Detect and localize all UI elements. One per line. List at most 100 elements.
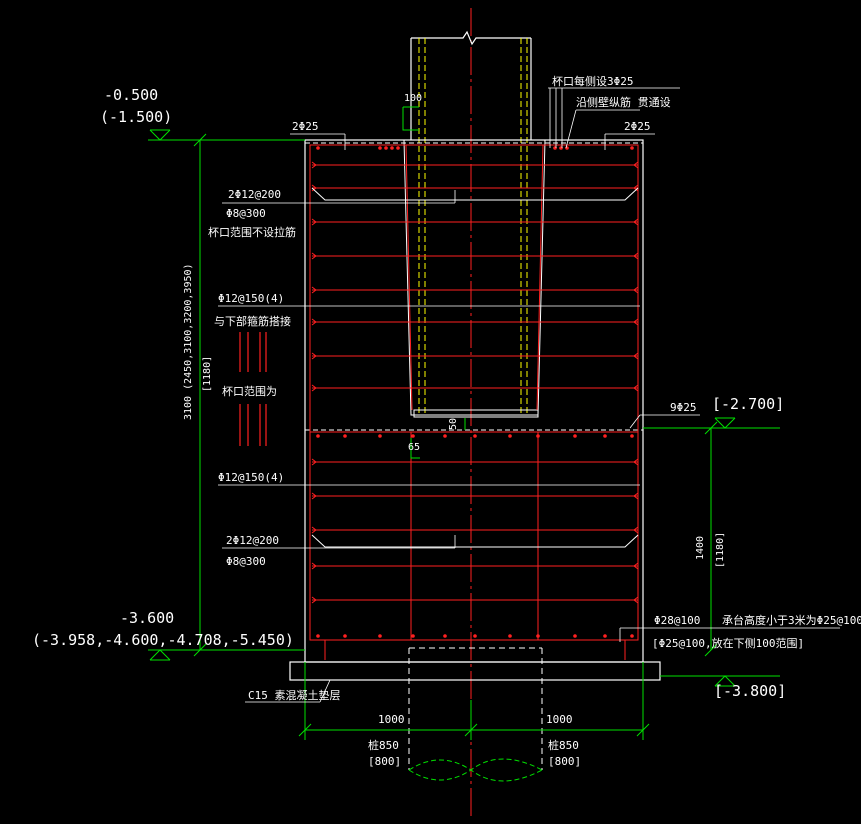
pile-left-alt: [800] — [368, 755, 402, 768]
rebar-dot — [508, 634, 512, 638]
rebar-dot — [565, 146, 569, 150]
stirrup-hook — [311, 184, 317, 192]
longitudinal-bar-dots — [316, 146, 634, 638]
elevation-top-alt: (-1.500) — [100, 108, 173, 126]
stirrup-hook — [311, 286, 317, 294]
rebar-upper-mesh: 2Φ12@200 — [228, 188, 281, 201]
stirrup-hook — [311, 526, 317, 534]
rebar-dot — [378, 146, 382, 150]
stirrup-hook — [633, 526, 639, 534]
rebar-dot — [573, 434, 577, 438]
column-outline — [410, 30, 532, 415]
stirrup-hook — [311, 458, 317, 466]
stirrup-hook — [633, 184, 639, 192]
rebar-dot — [378, 634, 382, 638]
rebar-upper-note: 杯口范围不设拉筋 — [208, 226, 296, 239]
stirrup-hook — [311, 252, 317, 260]
rebar-dot — [316, 634, 320, 638]
elevation-cup-bottom: [-2.700] — [712, 395, 785, 413]
stirrup-hook — [311, 318, 317, 326]
stirrup-hook — [311, 492, 317, 500]
rebar-dot — [343, 634, 347, 638]
stirrup-hook — [633, 161, 639, 169]
elevation-bottom-main: -3.600 — [120, 609, 175, 627]
dimension-lines — [148, 106, 780, 740]
rebar-cup-each-side: 杯口每侧设3Φ25 — [552, 75, 634, 88]
stirrup-hook — [311, 596, 317, 604]
rebar-dot — [384, 146, 388, 150]
pile-left-label: 桩850 — [368, 739, 399, 752]
dim-half-left: 1000 — [378, 713, 405, 726]
rebar-dot — [390, 146, 394, 150]
rebar-dot — [316, 434, 320, 438]
rebar-dot — [396, 146, 400, 150]
rebar-bottom-alt: [Φ25@100,放在下侧100范围] — [652, 637, 805, 650]
cup-range-legend — [239, 332, 267, 446]
rebar-lower-tie: Φ8@300 — [226, 555, 266, 568]
rebar-stirrup-upper-note: 与下部箍筋搭接 — [214, 315, 291, 328]
stirrup-hook — [311, 352, 317, 360]
pile-right-alt: [800] — [548, 755, 582, 768]
rebar-dot — [316, 146, 320, 150]
rebar-dot — [603, 434, 607, 438]
stirrup-hook — [311, 562, 317, 570]
stirrup-hook — [633, 384, 639, 392]
rebar-dot — [630, 634, 634, 638]
dim-half-right: 1000 — [546, 713, 573, 726]
rebar-dot — [536, 434, 540, 438]
rebar-top-right: 2Φ25 — [624, 120, 651, 133]
rebar-dot — [411, 634, 415, 638]
rebar-cup-note: 沿侧壁纵筋 贯通设 — [576, 96, 671, 109]
rebar-dot — [443, 434, 447, 438]
rebar-cup-range: 杯口范围为 — [222, 385, 277, 398]
mesh-bent-bars — [311, 187, 639, 548]
rebar-lower-mesh: 2Φ12@200 — [226, 534, 279, 547]
stirrup-hook — [633, 352, 639, 360]
rebar-dot — [473, 634, 477, 638]
rebar-dot — [630, 434, 634, 438]
rebar-cage — [309, 144, 639, 660]
elevation-bottom-alt: (-3.958,-4.600,-4.708,-5.450) — [32, 631, 294, 649]
dim-gap-65: 65 — [408, 442, 421, 453]
stirrup-hook — [633, 252, 639, 260]
stirrup-hook — [633, 286, 639, 294]
blinding-layer — [289, 661, 661, 681]
elevation-top-main: -0.500 — [104, 86, 159, 104]
cup-socket — [403, 139, 546, 416]
rebar-dot — [473, 434, 477, 438]
rebar-dot — [343, 434, 347, 438]
rebar-top-left: 2Φ25 — [292, 120, 319, 133]
rebar-stirrup-lower: Φ12@150(4) — [218, 471, 285, 484]
dim-total-height: 3100 (2450,3100,3200,3950) — [183, 263, 194, 420]
dim-lower-height-alt: [1180] — [715, 531, 726, 568]
stirrup-hook — [311, 384, 317, 392]
stirrup-hook — [311, 161, 317, 169]
rebar-stirrup-upper: Φ12@150(4) — [218, 292, 285, 305]
stirrup-hook — [633, 492, 639, 500]
rebar-dot — [573, 634, 577, 638]
pile-cap-outline — [304, 139, 644, 663]
rebar-mid-bars: 9Φ25 — [670, 401, 697, 414]
pile-outline — [408, 647, 543, 782]
pile-right-label: 桩850 — [548, 739, 579, 752]
stirrup-hook — [633, 318, 639, 326]
dim-offset-100: 100 — [404, 93, 423, 104]
rebar-dot — [378, 434, 382, 438]
dim-lower-height: 1400 — [695, 535, 706, 560]
elevation-base: [-3.800] — [714, 682, 787, 700]
rebar-dot — [536, 634, 540, 638]
rebar-dot — [508, 434, 512, 438]
rebar-dot — [630, 146, 634, 150]
leader-lines — [218, 87, 840, 703]
rebar-dot — [603, 634, 607, 638]
rebar-bottom-bars: Φ28@100 — [654, 614, 701, 627]
stirrup-hook — [633, 458, 639, 466]
rebar-upper-tie: Φ8@300 — [226, 207, 266, 220]
dim-gap-50: 50 — [448, 417, 459, 430]
stirrup-hook — [633, 562, 639, 570]
stirrup-hook — [311, 218, 317, 226]
horizontal-bars — [311, 161, 639, 604]
dim-total-height-alt: [1180] — [202, 355, 213, 392]
rebar-dot — [443, 634, 447, 638]
